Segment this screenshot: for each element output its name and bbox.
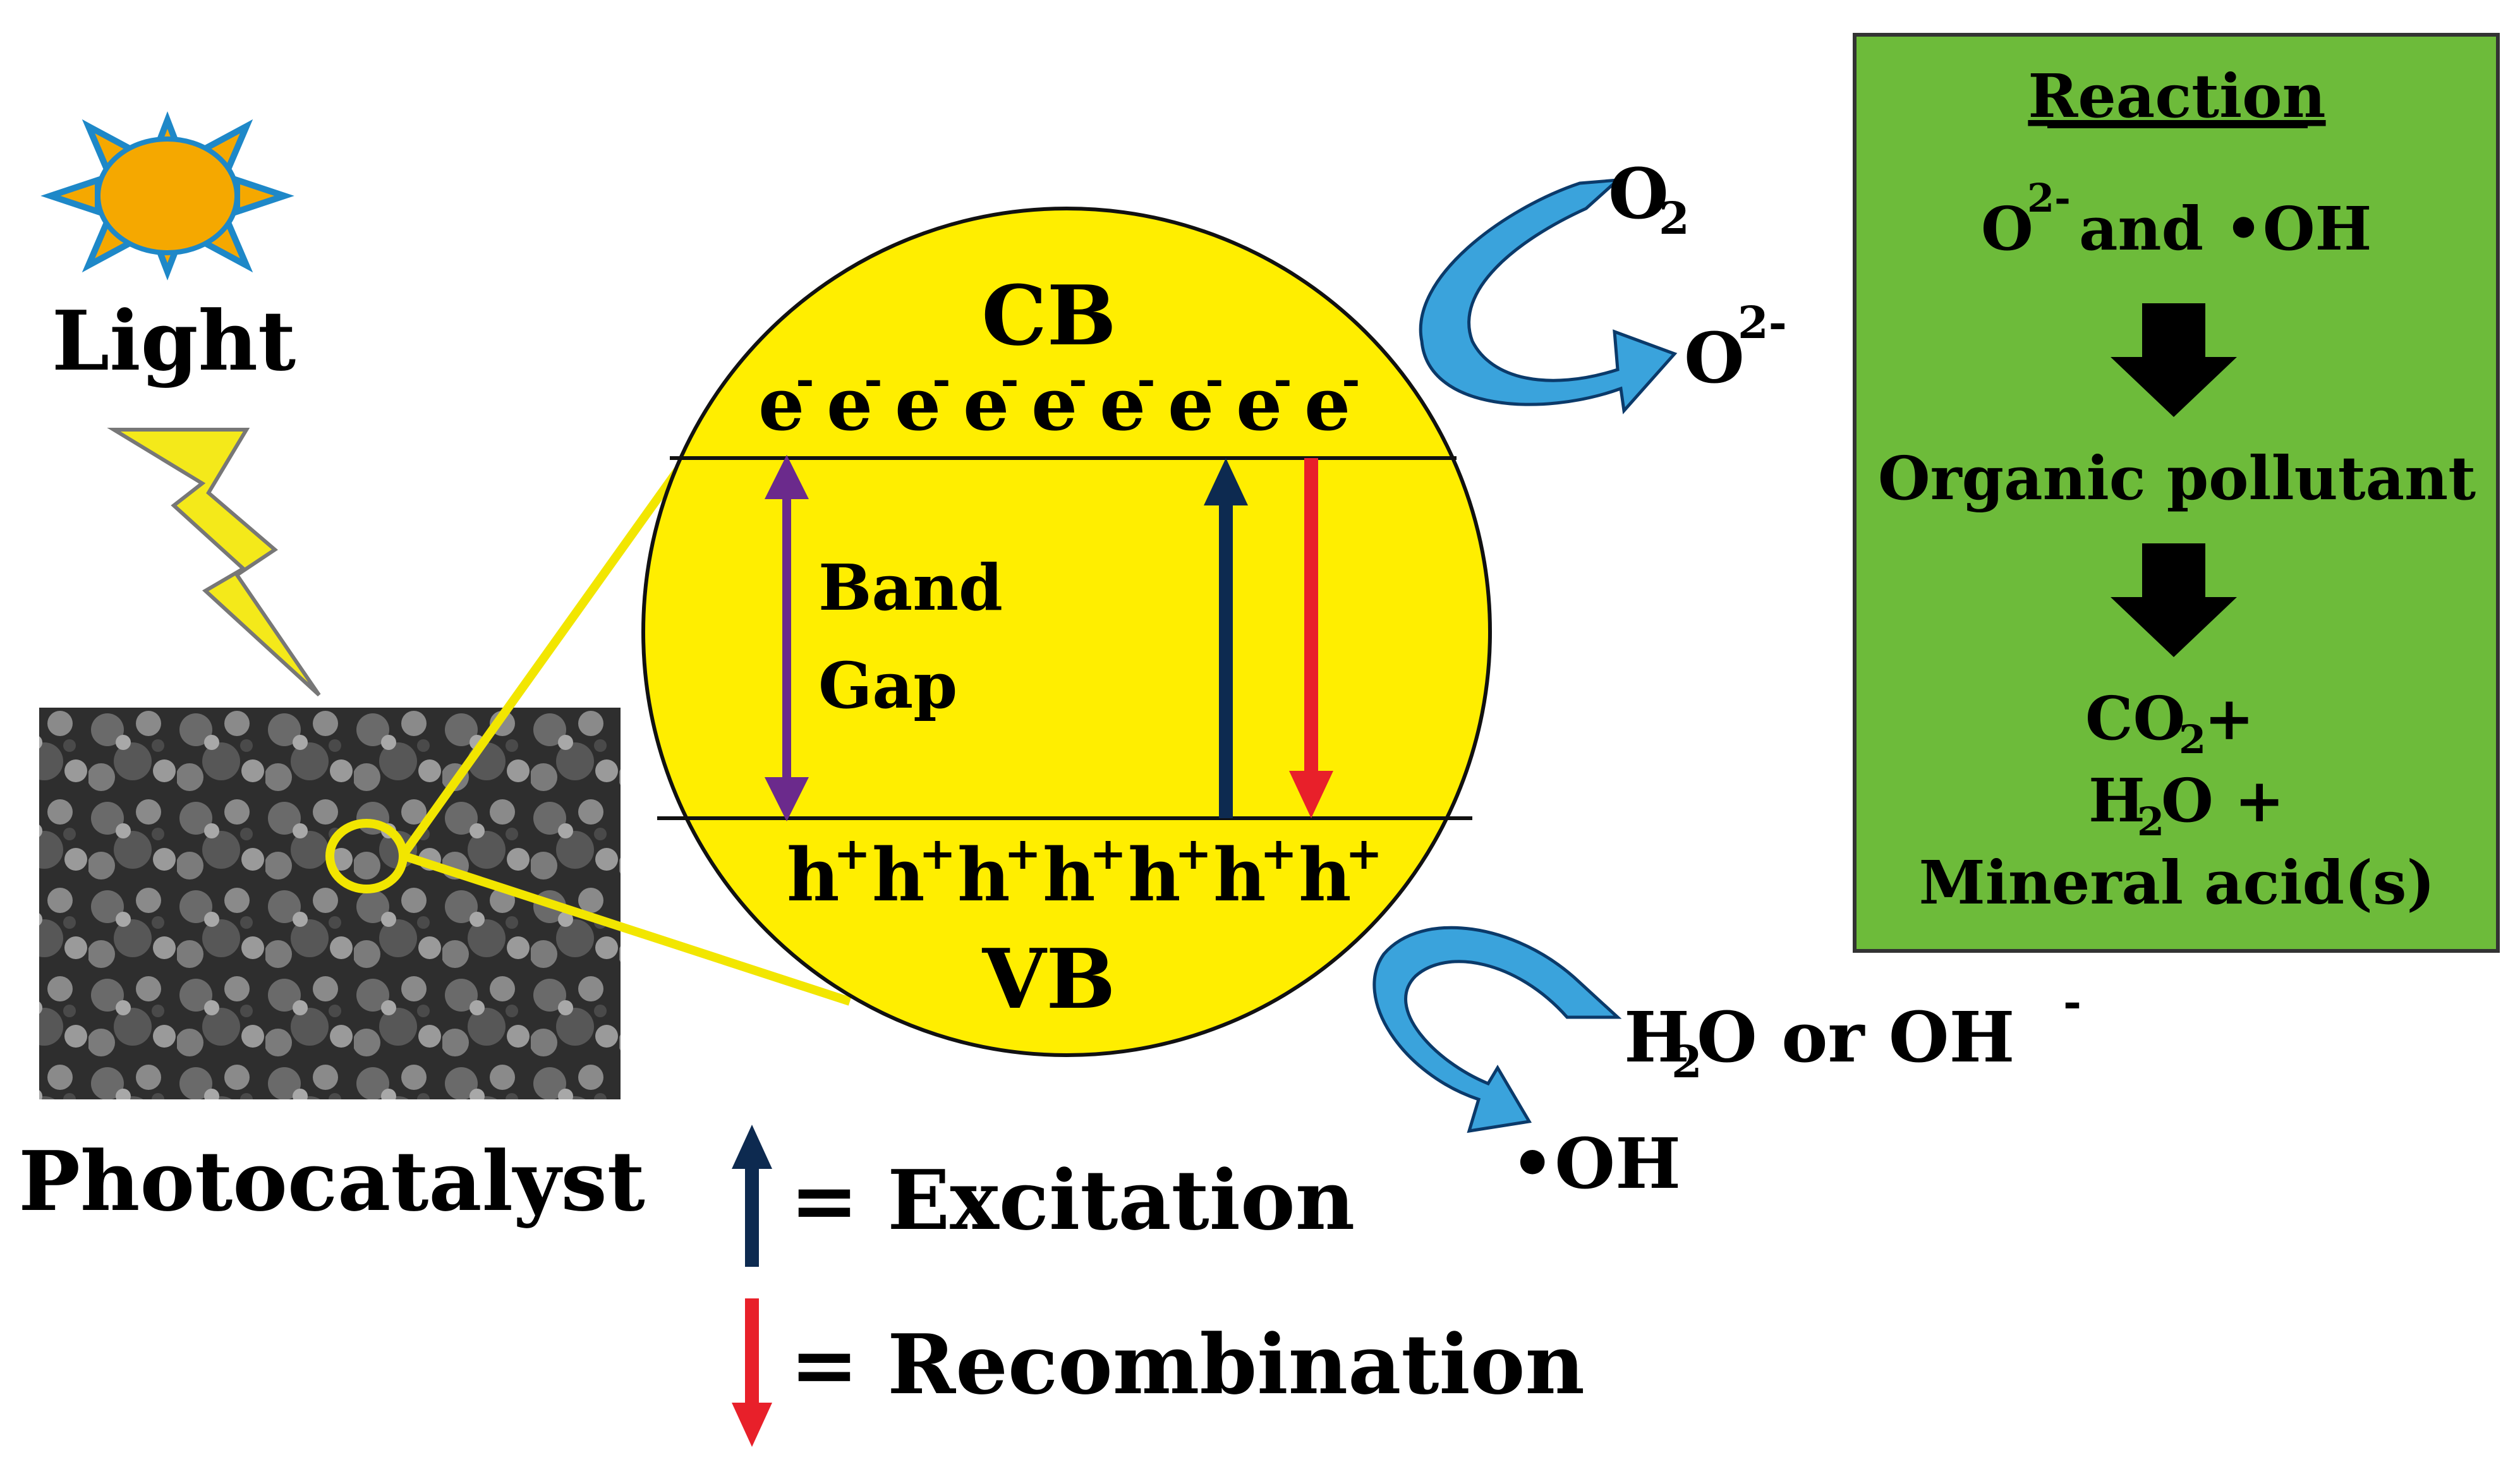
lightning-icon [107,428,321,697]
light-label: Light [52,293,296,389]
hole-charge: + [919,827,956,880]
hole: h [1043,833,1096,918]
electron: e [758,362,804,447]
curved-arrow-oh [1372,926,1622,1133]
curved-arrow-o2 [1419,178,1678,414]
svg-text:= Recombination: = Recombination [790,1316,1585,1413]
reaction-step2: Organic pollutant [1878,444,2476,514]
svg-text:2-: 2- [1738,296,1787,349]
reaction-step3-line1: CO 2 + [2085,684,2255,763]
electron-row: e-e-e-e-e-e-e-e-e- [758,353,1360,447]
electron-charge: - [1273,353,1292,406]
svg-text:2-: 2- [2027,175,2071,221]
sun-icon [40,111,294,281]
hole-charge: + [833,827,871,880]
hole: h [872,833,925,918]
svg-text:O: O [1981,194,2033,264]
excitation-arrow [1204,458,1248,818]
svg-text:2: 2 [2179,716,2206,763]
reaction-step3-line3: Mineral acid(s) [1919,848,2435,918]
svg-text:O or OH: O or OH [1697,996,2015,1078]
sem-image [39,708,621,1099]
electron-charge: - [1069,353,1087,406]
reaction-step3-line2: H 2 O + [2088,766,2284,845]
electron-charge: - [1137,353,1155,406]
h2o-oh-label: H 2 O or OH - [1624,976,2081,1088]
cb-label: CB [981,267,1116,364]
electron-charge: - [1000,353,1019,406]
band-structure-circle [641,207,1492,1057]
band-gap-label-line1: Band [818,550,1003,625]
vb-label: VB [982,931,1116,1027]
electron-charge: - [1205,353,1223,406]
electron: e [1031,362,1077,447]
hole-charge: + [1004,827,1041,880]
svg-text:and •OH: and •OH [2079,194,2372,264]
hole: h [787,833,840,918]
electron-charge: - [796,353,814,406]
electron: e [895,362,941,447]
down-arrow-icon [2111,543,2237,657]
reaction-title: Reaction [2028,61,2325,131]
reaction-step1: O 2- and •OH [1981,175,2372,264]
legend-recombination: = Recombination [732,1298,1585,1447]
o2-label: O 2 [1608,153,1690,245]
hole: h [957,833,1010,918]
hole: h [1128,833,1181,918]
hole-row: h+h+h+h+h+h+h+ [787,827,1383,918]
o2-minus-label: O 2- [1684,296,1787,399]
svg-text:= Excitation: = Excitation [790,1152,1355,1248]
band-gap-label-line2: Gap [818,648,957,723]
electron: e [1236,362,1282,447]
recombination-arrow [1289,458,1333,818]
svg-text:2: 2 [1659,192,1690,245]
hole: h [1213,833,1266,918]
svg-text:2: 2 [1671,1036,1702,1088]
photocatalyst-label: Photocatalyst [18,1133,645,1230]
electron: e [963,362,1009,447]
electron-charge: - [864,353,882,406]
zoom-circle [325,819,408,893]
electron: e [1099,362,1146,447]
hole: h [1299,833,1352,918]
svg-text:H: H [2088,766,2145,836]
hole-charge: + [1345,827,1383,880]
svg-text:H: H [1624,996,1690,1078]
svg-text:-: - [2063,976,2081,1028]
zoom-line-top [401,452,693,856]
electron: e [827,362,873,447]
legend-excitation: = Excitation [732,1125,1355,1267]
electron-charge: - [1342,353,1360,406]
svg-text:O: O [1608,153,1669,234]
hole-charge: + [1089,827,1127,880]
svg-text:CO: CO [2085,684,2185,754]
svg-text:2: 2 [2137,799,2164,845]
oh-radical-label: •OH [1510,1123,1681,1204]
electron: e [1168,362,1214,447]
svg-text:O +: O + [2161,766,2284,836]
svg-text:O: O [1684,317,1745,399]
electron-charge: - [932,353,950,406]
electron: e [1304,362,1350,447]
hole-charge: + [1260,827,1297,880]
hole-charge: + [1175,827,1212,880]
reaction-box: Reaction O 2- and •OH Organic pollutant … [1853,33,2500,953]
down-arrow-icon [2111,303,2237,417]
svg-text:+: + [2204,684,2255,754]
zoom-line-bottom [403,852,852,1006]
